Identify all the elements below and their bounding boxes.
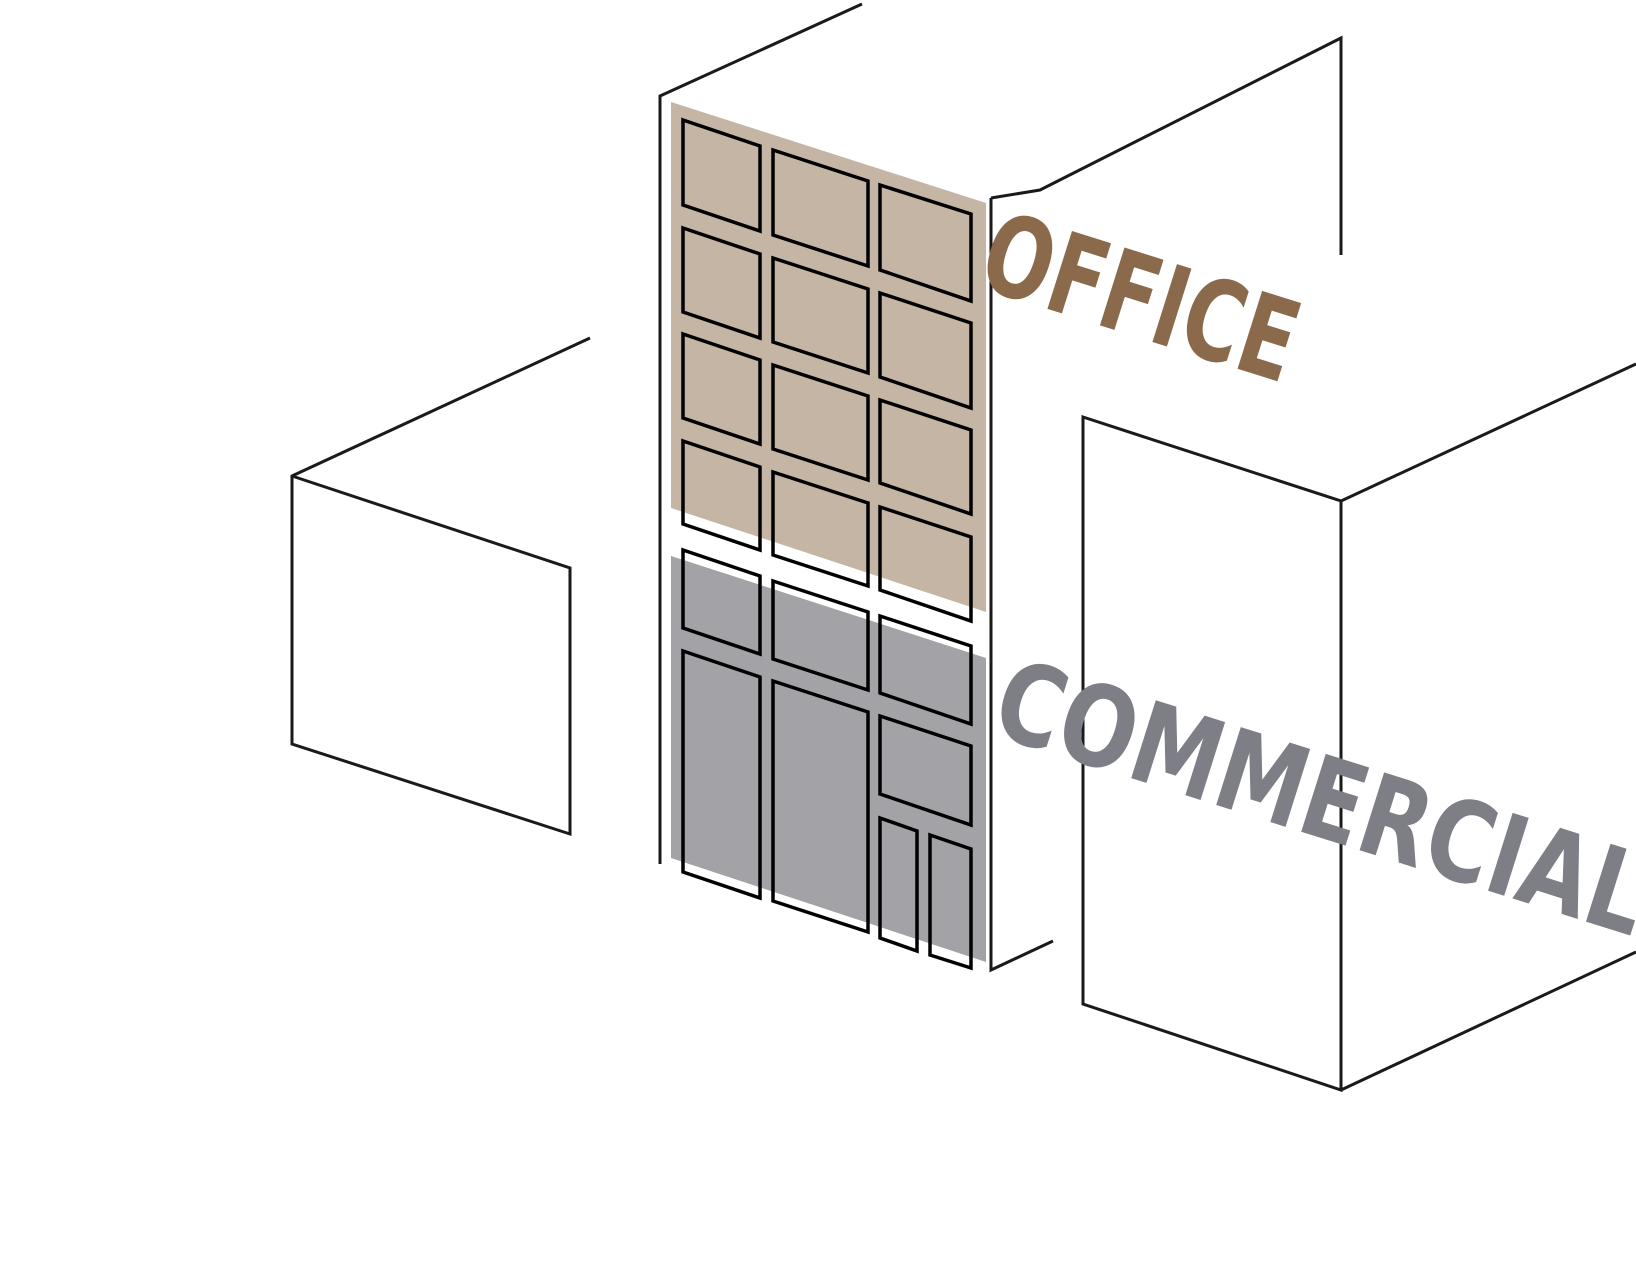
office-window [771,362,870,483]
office-window [681,117,762,234]
storefront-window [771,678,870,935]
office-window [878,504,973,624]
office-window [771,147,870,269]
storefront-transom [878,613,973,727]
left-neighbor-building [290,336,591,837]
storefront-transom [771,578,870,693]
commercial-storefront-grid [681,547,973,971]
office-window [878,182,973,304]
office-window [681,438,762,553]
commercial-label: COMMERCIAL [980,634,1636,962]
storefront-transom [681,547,762,657]
office-window [878,290,973,411]
storefront-window [878,713,973,828]
office-window [771,255,870,376]
office-window [681,225,762,341]
storefront-window [681,648,762,901]
main-building-outline [658,2,1054,973]
commercial-zone-fill [671,556,986,962]
office-window-grid [681,117,973,624]
entrance-door-left [878,815,919,954]
office-window [771,469,870,589]
right-neighbor-building [990,35,1636,1093]
office-window [878,397,973,517]
office-zone-fill [671,102,986,612]
office-label: OFFICE [967,187,1314,409]
entrance-door-right [928,832,973,971]
office-window [681,331,762,447]
